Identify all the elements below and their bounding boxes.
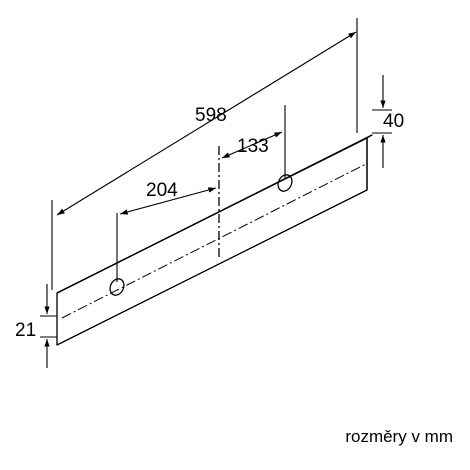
dimension-line-133 xyxy=(221,131,283,159)
dimension-line-204 xyxy=(119,187,217,215)
dimension-label-21: 21 xyxy=(15,320,36,341)
dimension-label-598: 598 xyxy=(195,105,227,126)
dimension-label-40: 40 xyxy=(383,111,404,132)
dimension-label-204: 204 xyxy=(146,180,178,201)
dimension-label-133: 133 xyxy=(237,136,269,157)
bar-top-face xyxy=(56,134,373,294)
units-note: rozměry v mm xyxy=(345,427,453,446)
mounting-hole-left xyxy=(109,278,125,296)
filter-bar xyxy=(56,134,373,346)
bar-center-line xyxy=(61,163,367,319)
dimension-line-598 xyxy=(56,31,357,216)
